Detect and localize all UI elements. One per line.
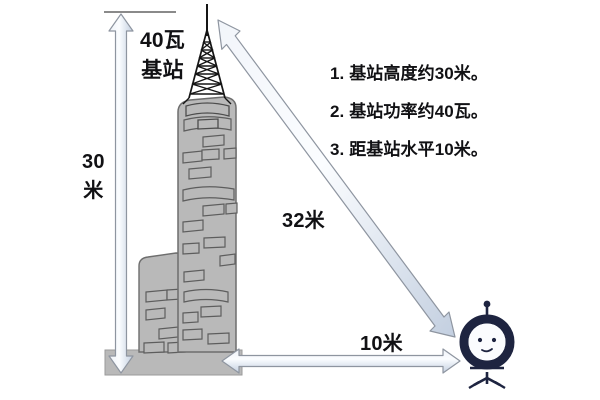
diagonal-dimension-label: 32米 <box>282 210 325 232</box>
building-roof-windows <box>185 102 230 130</box>
building-main-windows <box>182 116 238 345</box>
horizontal-dimension-label: 10米 <box>360 333 403 355</box>
robot-mascot-icon <box>459 300 515 390</box>
note-item: 3. 距基站水平10米。 <box>330 140 489 159</box>
arrow-diagonal-distance <box>217 19 456 338</box>
tower-label: 40瓦 基站 <box>140 29 185 82</box>
transmission-tower-icon <box>182 4 232 105</box>
height-dimension-label: 30 米 <box>82 151 105 202</box>
arrow-vertical-height <box>108 13 134 374</box>
building-main <box>177 96 238 353</box>
note-item: 1. 基站高度约30米。 <box>330 64 489 83</box>
note-item: 2. 基站功率约40瓦。 <box>330 102 489 121</box>
notes-list: 1. 基站高度约30米。 2. 基站功率约40瓦。 3. 距基站水平10米。 <box>330 59 580 173</box>
arrow-horizontal-distance <box>221 348 461 374</box>
